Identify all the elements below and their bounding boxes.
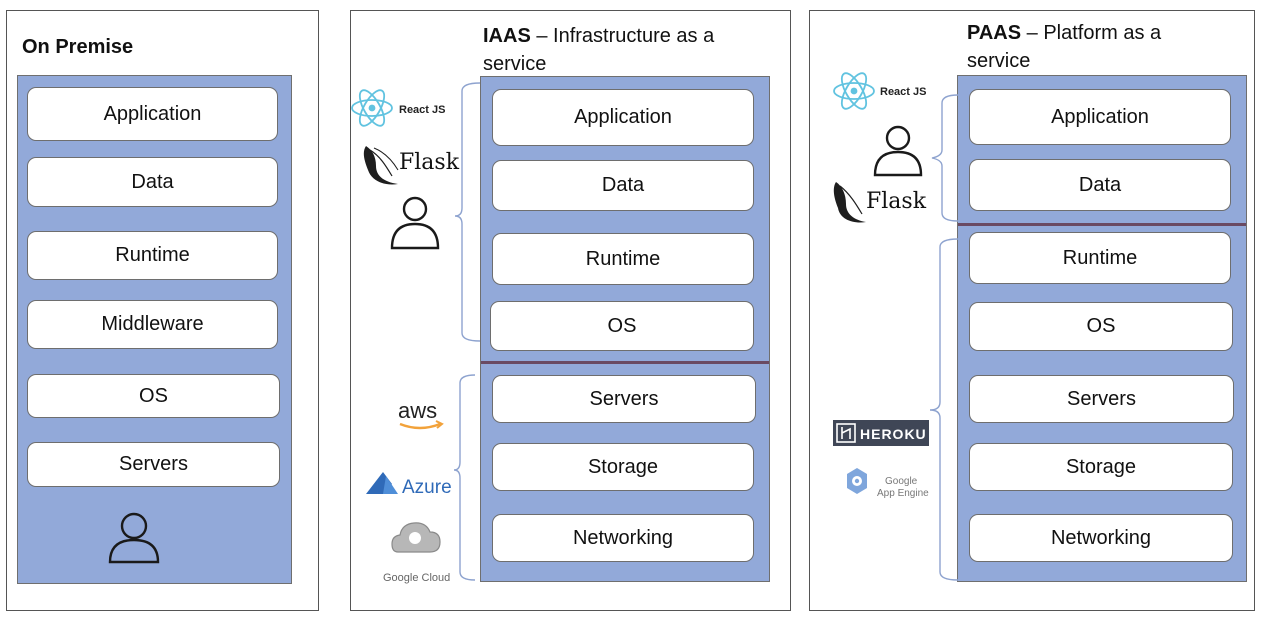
react-js-label: React JS (399, 104, 445, 116)
aws-label: aws (398, 398, 437, 423)
react-js-logo: React JS (351, 89, 445, 127)
user-brace (931, 94, 959, 222)
iaas-title: IAAS – Infrastructure as a service (483, 22, 714, 78)
layer-servers: Servers (969, 375, 1234, 423)
layer-storage: Storage (492, 443, 754, 491)
heroku-label: HEROKU (860, 426, 927, 442)
layer-servers: Servers (492, 375, 756, 423)
azure-logo: Azure (366, 472, 452, 498)
google-app-engine-logo: Google App Engine (847, 468, 929, 499)
layer-application: Application (492, 89, 754, 146)
layer-runtime: Runtime (492, 233, 754, 285)
person-icon (108, 512, 160, 564)
iaas-title-rest: – Infrastructure as a (530, 25, 715, 47)
paas-panel: PAAS – Platform as a service Application… (809, 10, 1255, 611)
heroku-logo: HEROKU (833, 420, 929, 446)
layer-application: Application (27, 87, 278, 141)
layer-os: OS (490, 301, 754, 351)
layer-runtime: Runtime (969, 232, 1231, 284)
provider-brace (929, 238, 959, 581)
paas-title-line2: service (967, 50, 1031, 72)
iaas-title-bold: IAAS (483, 25, 531, 47)
azure-label: Azure (402, 477, 452, 498)
react-js-logo: React JS (833, 72, 926, 110)
paas-title-rest: – Platform as a (1021, 22, 1162, 44)
layer-data: Data (492, 160, 754, 211)
on-premise-stack: Application Data Runtime Middleware OS S… (17, 75, 292, 584)
layer-networking: Networking (969, 514, 1233, 562)
person-icon (390, 196, 440, 250)
google-cloud-logo: Google Cloud (383, 522, 450, 584)
paas-stack: Application Data Runtime OS Servers Stor… (957, 75, 1247, 582)
layer-os: OS (969, 302, 1233, 351)
flask-logo: Flask (833, 182, 927, 223)
aws-logo: aws (398, 398, 444, 430)
app-engine-label-bottom: App Engine (877, 488, 929, 499)
react-js-label: React JS (880, 86, 926, 98)
responsibility-divider (958, 223, 1246, 226)
google-cloud-label: Google Cloud (383, 572, 450, 584)
iaas-panel: IAAS – Infrastructure as a service Appli… (350, 10, 791, 611)
provider-brace (453, 374, 476, 581)
flask-label: Flask (866, 189, 927, 214)
paas-title: PAAS – Platform as a service (967, 19, 1161, 75)
layer-networking: Networking (492, 514, 754, 562)
responsibility-divider (481, 361, 769, 364)
person-icon (873, 125, 923, 177)
layer-storage: Storage (969, 443, 1233, 491)
flask-label: Flask (399, 150, 460, 175)
layer-data: Data (969, 159, 1231, 211)
layer-data: Data (27, 157, 278, 207)
iaas-stack: Application Data Runtime OS Servers Stor… (480, 76, 770, 582)
layer-application: Application (969, 89, 1231, 145)
iaas-title-line2: service (483, 53, 547, 75)
flask-logo: Flask (363, 146, 460, 185)
layer-os: OS (27, 374, 280, 418)
user-brace (454, 82, 481, 342)
layer-middleware: Middleware (27, 300, 278, 349)
on-premise-panel: On Premise Application Data Runtime Midd… (6, 10, 319, 611)
paas-title-bold: PAAS (967, 22, 1022, 44)
on-premise-title: On Premise (22, 36, 134, 58)
layer-runtime: Runtime (27, 231, 278, 280)
layer-servers: Servers (27, 442, 280, 487)
app-engine-label-top: Google (885, 476, 918, 487)
